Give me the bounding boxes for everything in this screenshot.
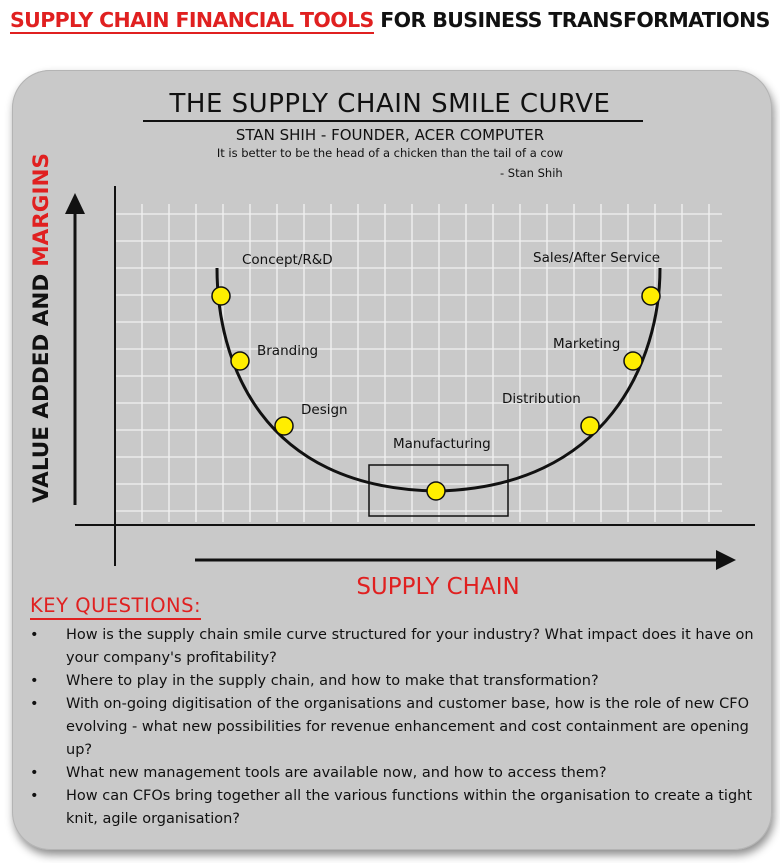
diagram-title: THE SUPPLY CHAIN SMILE CURVE	[169, 89, 611, 119]
stage-label-manufacturing: Manufacturing	[393, 436, 491, 452]
stage-dot-manufacturing	[426, 481, 446, 501]
stage-label-concept-rd: Concept/R&D	[242, 252, 333, 268]
x-arrow-head	[716, 550, 736, 570]
stage-label-sales-after-service: Sales/After Service	[533, 250, 660, 266]
key-question-text: How is the supply chain smile curve stru…	[66, 627, 754, 666]
header-red-text: SUPPLY CHAIN FINANCIAL TOOLS	[10, 8, 374, 34]
y-arrow-head	[65, 193, 85, 214]
page-header: SUPPLY CHAIN FINANCIAL TOOLS FOR BUSINES…	[10, 4, 775, 38]
chart-grid	[115, 204, 722, 522]
title-underline	[143, 120, 643, 122]
manufacturing-highlight-box	[368, 464, 509, 517]
stage-label-branding: Branding	[257, 343, 318, 359]
stage-dot-marketing	[623, 351, 643, 371]
bullet-marker: •	[30, 696, 39, 712]
quote-text: It is better to be the head of a chicken…	[216, 146, 564, 160]
bullet-marker: •	[30, 788, 39, 804]
diagram-subtitle: STAN SHIH - FOUNDER, ACER COMPUTER	[235, 126, 545, 144]
key-question-item: • With on-going digitisation of the organ…	[30, 693, 768, 762]
stage-dot-distribution	[580, 416, 600, 436]
header-black-text: FOR BUSINESS TRANSFORMATIONS	[380, 8, 770, 32]
stage-dot-branding	[230, 351, 250, 371]
y-axis-label-black: VALUE ADDED AND	[29, 274, 54, 503]
stage-dot-concept-rd	[211, 286, 231, 306]
stage-label-distribution: Distribution	[502, 391, 581, 407]
key-question-text: With on-going digitisation of the organi…	[66, 696, 749, 758]
key-question-text: How can CFOs bring together all the vari…	[66, 788, 753, 827]
key-question-item: • What new management tools are available…	[30, 762, 768, 785]
stage-label-marketing: Marketing	[553, 336, 620, 352]
key-questions-title: KEY QUESTIONS:	[30, 594, 202, 620]
key-question-text: Where to play in the supply chain, and h…	[66, 673, 599, 689]
bullet-marker: •	[30, 673, 39, 689]
key-question-item: • How is the supply chain smile curve str…	[30, 624, 768, 670]
key-question-text: What new management tools are available …	[66, 765, 607, 781]
y-axis-label: VALUE ADDED AND MARGINS	[29, 153, 54, 503]
y-axis-label-red: MARGINS	[29, 153, 54, 267]
diagram-panel	[12, 70, 772, 850]
bullet-marker: •	[30, 765, 39, 781]
stage-dot-sales-after-service	[641, 286, 661, 306]
x-axis-label: SUPPLY CHAIN	[356, 574, 519, 600]
key-question-item: • Where to play in the supply chain, and …	[30, 670, 768, 693]
key-question-item: • How can CFOs bring together all the var…	[30, 785, 768, 831]
bullet-marker: •	[30, 627, 39, 643]
stage-dot-design	[274, 416, 294, 436]
quote-author: - Stan Shih	[500, 166, 563, 180]
key-questions-list: • How is the supply chain smile curve str…	[30, 624, 768, 831]
stage-label-design: Design	[301, 402, 348, 418]
